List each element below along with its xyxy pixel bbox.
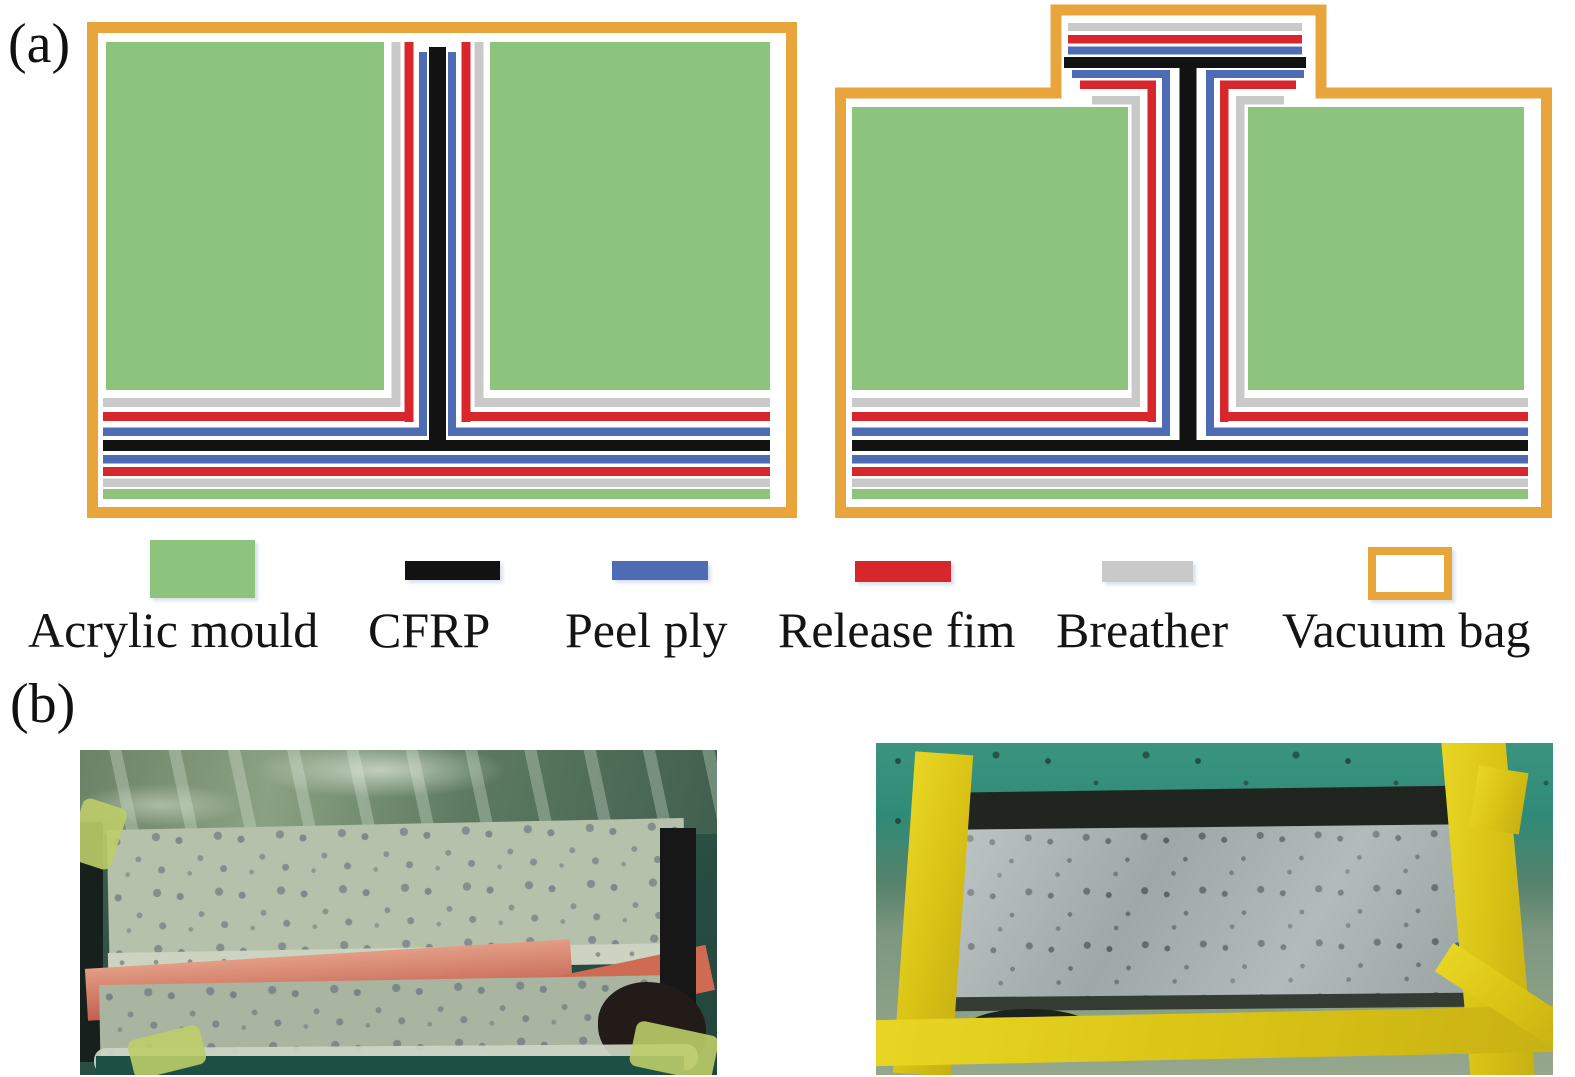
release-film-layer	[1068, 35, 1302, 44]
breather-layer	[1236, 96, 1284, 105]
release-film-layer	[103, 467, 770, 476]
legend-swatch-acrylic-mould	[150, 540, 255, 598]
legend-label-cfrp: CFRP	[368, 602, 491, 658]
peel-ply-layer	[1206, 70, 1304, 78]
breather-layer	[474, 42, 484, 407]
legend-swatch-vacuum-bag	[1368, 547, 1452, 600]
breather-layer	[391, 42, 401, 407]
peel-ply-layer	[1162, 70, 1170, 436]
breather-layer	[1236, 96, 1245, 407]
breather-wrapped-part	[923, 824, 1497, 1008]
release-film-layer	[461, 42, 471, 422]
release-film-layer	[852, 412, 1156, 421]
sealant-tape-bottom	[876, 1005, 1553, 1067]
breather-layer	[852, 478, 1528, 487]
legend-swatch-cfrp	[405, 561, 500, 580]
acrylic-mould-right	[1248, 107, 1524, 390]
vacuum-bag-outline	[87, 22, 797, 518]
breather-layer	[1236, 398, 1528, 407]
peel-ply-layer	[103, 427, 427, 436]
cfrp-web	[1179, 57, 1197, 451]
photo-vacuum-bagged-layup-left	[80, 750, 717, 1075]
peel-ply-layer	[1068, 46, 1302, 55]
breather-texture-upper	[106, 817, 687, 957]
peel-ply-layer	[419, 52, 427, 436]
cfrp-skin	[103, 440, 770, 451]
panel-b-label: (b)	[10, 673, 76, 735]
release-film-layer	[1220, 80, 1296, 89]
breather-layer	[852, 398, 1140, 407]
legend-label-vacuum-bag: Vacuum bag	[1282, 602, 1531, 658]
breather-layer	[1068, 23, 1302, 31]
acrylic-mould-left	[852, 107, 1128, 390]
peel-ply-layer	[448, 427, 770, 436]
cfrp-web	[429, 47, 446, 451]
breather-layer	[103, 398, 400, 407]
release-film-layer	[103, 412, 413, 421]
table-background	[96, 1056, 684, 1075]
legend-swatch-peel-ply	[612, 561, 708, 580]
peel-ply-layer	[1206, 70, 1214, 436]
layup-schematics	[87, 4, 1552, 518]
acrylic-mould-left	[106, 42, 384, 390]
peel-ply-layer	[1206, 427, 1528, 436]
peel-ply-layer	[1072, 70, 1170, 78]
release-film-layer	[1080, 80, 1156, 89]
breather-layer	[103, 478, 770, 487]
layup-diagram-flat-bag	[87, 22, 797, 518]
legend-label-release-film: Release fim	[778, 602, 1016, 658]
cfrp-skin	[852, 440, 1528, 451]
breather-layer	[1131, 96, 1140, 407]
peel-ply-layer	[103, 455, 770, 464]
release-film-layer	[1220, 412, 1528, 421]
panel-a-label: (a)	[8, 13, 71, 75]
legend-label-breather: Breather	[1056, 602, 1229, 658]
acrylic-mould-base	[103, 489, 770, 499]
photo-vacuum-bagged-layup-right	[876, 743, 1553, 1075]
layup-diagram-contoured-bag	[835, 4, 1552, 518]
breather-layer	[1092, 96, 1140, 105]
peel-ply-layer	[852, 427, 1170, 436]
release-film-layer	[404, 42, 414, 422]
peel-ply-layer	[448, 52, 456, 436]
legend-label-acrylic-mould: Acrylic mould	[28, 602, 319, 658]
release-film-layer	[1147, 80, 1156, 422]
release-film-layer	[462, 412, 770, 421]
legend-swatch-release-film	[855, 561, 951, 582]
vacuum-bag-outline	[835, 4, 1552, 518]
acrylic-mould-right	[490, 42, 770, 390]
release-film-layer	[1220, 80, 1229, 422]
legend-swatch-breather	[1102, 561, 1193, 582]
breather-layer	[475, 398, 770, 407]
sealant-tape-corner	[1469, 765, 1529, 835]
legend-label-peel-ply: Peel ply	[565, 602, 728, 658]
acrylic-mould-base	[852, 489, 1528, 499]
release-film-layer	[852, 467, 1528, 476]
peel-ply-layer	[852, 455, 1528, 464]
